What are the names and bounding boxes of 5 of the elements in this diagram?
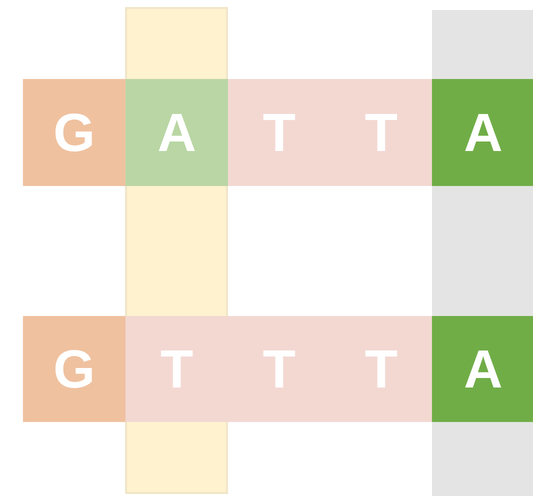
letter-cell: G <box>22 316 126 422</box>
letter-cell: A <box>432 316 533 422</box>
letter-cell: A <box>432 79 533 186</box>
letter-cell: A <box>126 79 228 186</box>
letter-cell: G <box>22 79 126 186</box>
